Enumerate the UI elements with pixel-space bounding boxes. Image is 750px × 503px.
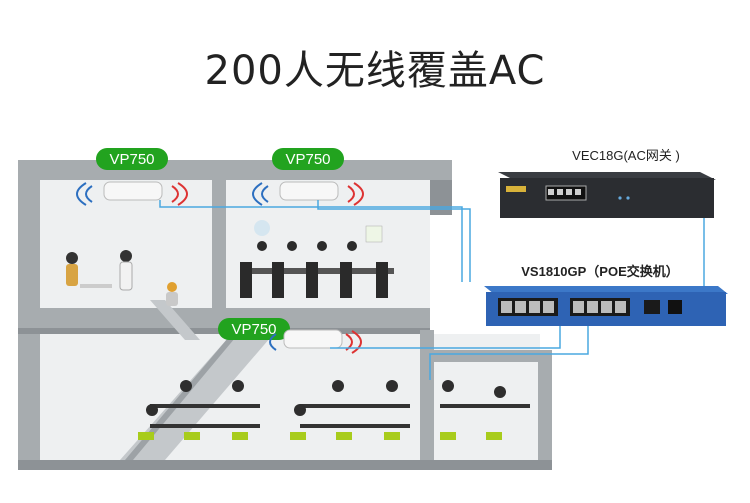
ap-badge bbox=[96, 148, 168, 170]
cable-lower bbox=[429, 316, 589, 380]
upper-right-meeting bbox=[240, 220, 394, 298]
upper-floor-room bbox=[40, 180, 430, 310]
right-wall-lower bbox=[538, 350, 552, 465]
ap-device bbox=[279, 181, 339, 201]
access-point-1: VP750 bbox=[76, 148, 188, 206]
poe-switch: VS1810GP（POE交换机） bbox=[484, 264, 728, 326]
access-point-3: VP750 bbox=[218, 318, 362, 354]
cable-ap1 bbox=[159, 200, 463, 282]
cable-ap3 bbox=[330, 316, 561, 349]
building-roof bbox=[18, 160, 452, 215]
lower-partition bbox=[420, 330, 434, 462]
cable-ap2 bbox=[317, 200, 471, 282]
ac-gateway-device bbox=[500, 178, 714, 218]
left-wall-lower bbox=[18, 325, 40, 465]
ap-badge bbox=[272, 148, 344, 170]
lower-office-desks bbox=[138, 380, 530, 440]
ground-slab bbox=[18, 460, 552, 470]
upper-left-people bbox=[66, 250, 178, 306]
access-point-2: VP750 bbox=[252, 148, 364, 206]
network-cables bbox=[159, 198, 714, 380]
ap-label: VP750 bbox=[231, 321, 276, 338]
upper-partition bbox=[212, 168, 226, 310]
ap-label: VP750 bbox=[285, 151, 330, 168]
left-wall-upper bbox=[18, 160, 40, 330]
ap-device bbox=[283, 329, 343, 349]
ap-label: VP750 bbox=[109, 151, 154, 168]
ac-gateway-label: VEC18G(AC网关 ) bbox=[572, 148, 680, 163]
ac-gateway: VEC18G(AC网关 ) bbox=[498, 148, 716, 218]
building bbox=[18, 160, 552, 470]
ap-badge bbox=[218, 318, 290, 340]
diagram-title: 200人无线覆盖AC bbox=[204, 48, 546, 94]
poe-switch-label: VS1810GP（POE交换机） bbox=[521, 264, 679, 279]
ap-device bbox=[103, 181, 163, 201]
